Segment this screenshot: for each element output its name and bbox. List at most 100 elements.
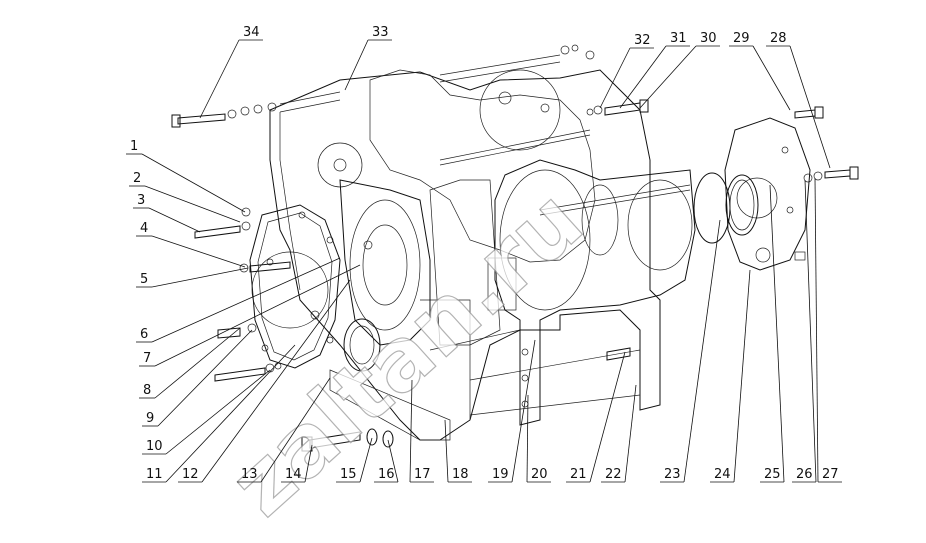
callout-leader — [144, 185, 241, 223]
callout-leader — [814, 177, 819, 483]
callout-28: 28 — [766, 31, 831, 169]
callout-number: 15 — [340, 467, 357, 482]
callout-6: 6 — [136, 257, 341, 343]
callout-number: 28 — [770, 31, 787, 46]
callout-leader — [624, 384, 637, 483]
callout-32: 32 — [599, 33, 654, 109]
callout-13: 13 — [237, 377, 331, 483]
callout-leader — [148, 207, 201, 233]
callout-leader — [154, 264, 361, 367]
callout-leader — [141, 153, 246, 213]
callout-number: 30 — [700, 31, 717, 46]
callout-leader — [789, 45, 831, 169]
callout-14: 14 — [281, 444, 313, 483]
callout-leader — [511, 339, 536, 483]
callout-number: 23 — [664, 467, 681, 482]
callout-31: 31 — [619, 31, 690, 109]
callout-number: 17 — [414, 467, 431, 482]
callout-leader — [804, 179, 817, 483]
callout-number: 11 — [146, 467, 163, 482]
callout-23: 23 — [660, 219, 721, 483]
callout-7: 7 — [139, 264, 361, 367]
callout-leader — [151, 235, 246, 268]
callout-number: 4 — [140, 221, 148, 236]
o-rings — [693, 172, 759, 244]
callout-leader — [683, 219, 721, 483]
callout-leader — [752, 45, 791, 111]
callout-leader — [165, 344, 296, 483]
callout-leader — [444, 419, 449, 483]
callout-number: 7 — [143, 351, 151, 366]
callout-20: 20 — [526, 394, 551, 483]
front-housing — [329, 179, 451, 441]
oil-seal — [343, 318, 381, 372]
rear-cover — [724, 117, 811, 271]
callout-number: 24 — [714, 467, 731, 482]
callout-leader — [589, 351, 626, 483]
callout-5: 5 — [136, 267, 249, 288]
callout-leader — [260, 377, 331, 483]
callout-leader — [154, 327, 241, 399]
callout-number: 16 — [378, 467, 395, 482]
callout-number: 20 — [531, 467, 548, 482]
callout-leader — [304, 444, 313, 483]
callout-number: 34 — [243, 25, 260, 40]
callout-leader — [344, 39, 369, 91]
callout-4: 4 — [136, 221, 246, 268]
callout-15: 15 — [336, 437, 373, 483]
callout-number: 14 — [285, 467, 302, 482]
callout-10: 10 — [142, 369, 271, 455]
callout-26: 26 — [792, 179, 817, 483]
callout-leader — [526, 394, 529, 483]
callout-24: 24 — [710, 269, 751, 483]
front-cover — [249, 204, 341, 369]
callout-2: 2 — [129, 171, 241, 223]
callout-number: 25 — [764, 467, 781, 482]
callout-22: 22 — [601, 384, 637, 483]
callout-number: 29 — [733, 31, 750, 46]
callout-12: 12 — [178, 279, 351, 483]
callout-29: 29 — [729, 31, 791, 111]
callout-number: 9 — [146, 411, 154, 426]
timing-housing — [269, 69, 661, 441]
callout-25: 25 — [760, 184, 785, 483]
callout-30: 30 — [639, 31, 720, 109]
callout-number: 10 — [146, 439, 163, 454]
callout-leader — [199, 39, 240, 119]
callout-9: 9 — [142, 329, 253, 427]
callout-16: 16 — [374, 439, 399, 483]
callout-number: 13 — [241, 467, 258, 482]
housing-gasket — [369, 69, 596, 263]
callout-number: 6 — [140, 327, 148, 342]
callout-number: 33 — [372, 25, 389, 40]
callout-18: 18 — [444, 419, 472, 483]
callout-leader — [359, 437, 373, 483]
callout-leader — [769, 184, 785, 483]
callout-19: 19 — [488, 339, 536, 483]
callout-leader — [151, 267, 249, 288]
callout-number: 5 — [140, 272, 148, 287]
callout-number: 19 — [492, 467, 509, 482]
callout-number: 3 — [137, 193, 145, 208]
callout-number: 18 — [452, 467, 469, 482]
callout-17: 17 — [409, 379, 434, 483]
callout-8: 8 — [139, 327, 241, 399]
callout-11: 11 — [142, 344, 296, 483]
callout-leader — [409, 379, 413, 483]
callout-leader — [639, 45, 697, 109]
callout-number: 26 — [796, 467, 813, 482]
callout-leader — [599, 47, 631, 109]
bolts — [171, 44, 859, 452]
callout-number: 8 — [143, 383, 151, 398]
callout-leader — [387, 439, 399, 483]
callout-leader — [151, 257, 341, 343]
callout-34: 34 — [199, 25, 263, 119]
callout-27: 27 — [814, 177, 842, 483]
callout-leader — [619, 45, 667, 109]
callout-leader — [201, 279, 351, 483]
callout-number: 2 — [133, 171, 141, 186]
callout-33: 33 — [344, 25, 392, 91]
callout-number: 22 — [605, 467, 622, 482]
